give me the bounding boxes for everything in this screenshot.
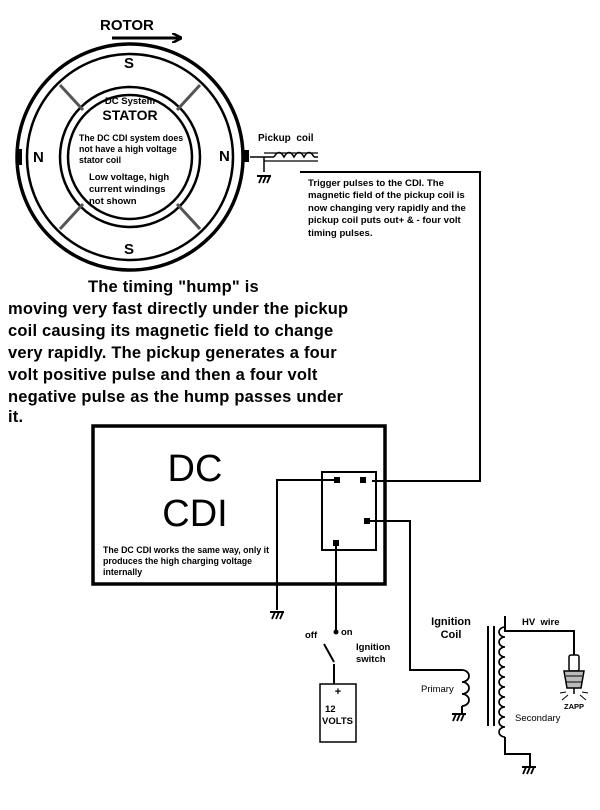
spark-plug-label: ZAPP <box>564 702 585 711</box>
timing-hump-line-7: it. <box>8 408 24 426</box>
ignition-coil-label: Ignition Coil <box>431 616 471 641</box>
magneto-rotor <box>15 42 249 272</box>
rotor-label: ROTOR <box>100 17 154 34</box>
battery-plus-label: + <box>334 686 342 698</box>
cdi-box <box>91 424 387 586</box>
cdi-note: The DC CDI works the same way, only it p… <box>103 545 270 577</box>
timing-hump-line-5: volt positive pulse and then a four volt <box>8 366 318 384</box>
ground-symbol <box>270 611 284 620</box>
pickup-coil <box>250 151 318 172</box>
coil-feed-wire <box>367 520 462 671</box>
windings-note: Low voltage, high current windings not s… <box>89 172 170 207</box>
hv-wire <box>504 616 575 655</box>
cdi-ground-wire <box>276 479 337 610</box>
cdi-title-line-2: CDI <box>162 493 228 535</box>
stator-system-label: DC System <box>104 96 156 107</box>
primary-winding-label: Primary <box>421 684 454 695</box>
pole-label-left: N <box>33 149 44 166</box>
pole-label-right: N <box>219 148 230 165</box>
secondary-winding-label: Secondary <box>515 713 561 724</box>
pickup-coil-label: Pickup coil <box>258 133 314 144</box>
timing-hump-line-1: The timing "hump" is <box>88 278 259 296</box>
ignition-switch-label: Ignition switch <box>356 642 391 665</box>
timing-hump-line-3: coil causing its magnetic field to chang… <box>8 322 334 340</box>
battery-unit-label: VOLTS <box>322 716 353 727</box>
trigger-pulses-note: Trigger pulses to the CDI. The magnetic … <box>308 178 466 239</box>
hv-wire-label: HV wire <box>522 617 560 628</box>
pole-label-bottom: S <box>124 241 135 258</box>
trigger-wire <box>300 171 481 482</box>
pole-label-top: S <box>124 55 135 72</box>
timing-hump-line-4: very rapidly. The pickup generates a fou… <box>8 344 337 362</box>
stator-note: The DC CDI system does not have a high v… <box>79 133 184 165</box>
timing-hump-line-6: negative pulse as the hump passes under <box>8 388 344 406</box>
ignition-switch-lever <box>323 643 335 663</box>
switch-on-label: on <box>341 627 353 638</box>
timing-hump-line-2: moving very fast directly under the pick… <box>8 300 349 318</box>
cdi-terminal-block <box>321 471 377 551</box>
ground-symbol <box>257 175 271 184</box>
ignition-coil <box>452 616 536 775</box>
stator-title: STATOR <box>102 107 158 123</box>
battery-voltage-label: 12 <box>325 704 336 715</box>
spark-plug <box>559 654 589 701</box>
switch-off-label: off <box>305 630 318 641</box>
battery-box <box>319 683 357 743</box>
cdi-title-line-1: DC <box>167 448 223 490</box>
